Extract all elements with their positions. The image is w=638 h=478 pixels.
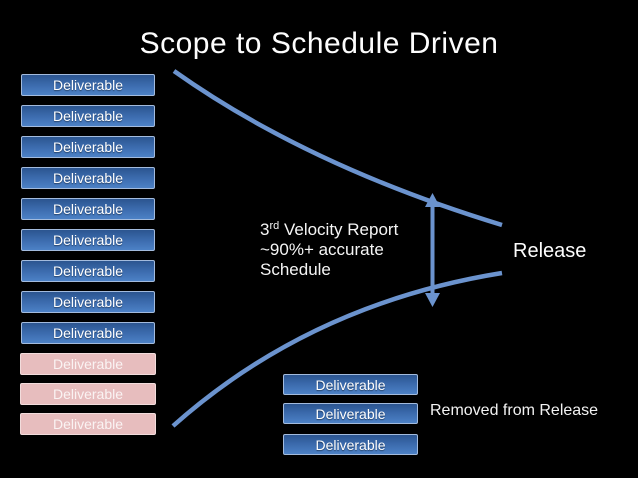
removed-deliverable-box: Deliverable [283, 403, 418, 424]
funnel-top-curve [172, 69, 503, 228]
deliverable-box: Deliverable [21, 136, 155, 158]
release-span-double-arrow-icon [425, 193, 440, 307]
removed-deliverable-box: Deliverable [283, 374, 418, 395]
release-label: Release [513, 240, 587, 262]
deliverable-box-removed: Deliverable [20, 353, 156, 375]
deliverable-box: Deliverable [21, 198, 155, 220]
deliverable-box: Deliverable [21, 260, 155, 282]
deliverable-box: Deliverable [21, 229, 155, 251]
deliverable-box: Deliverable [21, 105, 155, 127]
removed-from-release-label: Removed from Release [430, 402, 599, 419]
deliverable-box: Deliverable [21, 322, 155, 344]
deliverable-box-removed: Deliverable [20, 383, 156, 405]
velocity-annotation-line2: ~90%+ accurate [260, 240, 384, 259]
funnel-bottom-curve [171, 270, 503, 428]
removed-deliverable-box: Deliverable [283, 434, 418, 455]
slide-title: Scope to Schedule Driven [139, 27, 499, 60]
velocity-annotation-line3: Schedule [260, 260, 331, 279]
deliverable-box: Deliverable [21, 167, 155, 189]
deliverable-box: Deliverable [21, 74, 155, 96]
velocity-annotation: 3rd Velocity Report ~90%+ accurate Sched… [260, 216, 398, 280]
velocity-annotation-line1: 3rd Velocity Report [260, 220, 399, 239]
deliverable-box: Deliverable [21, 291, 155, 313]
deliverable-box-removed: Deliverable [20, 413, 156, 435]
